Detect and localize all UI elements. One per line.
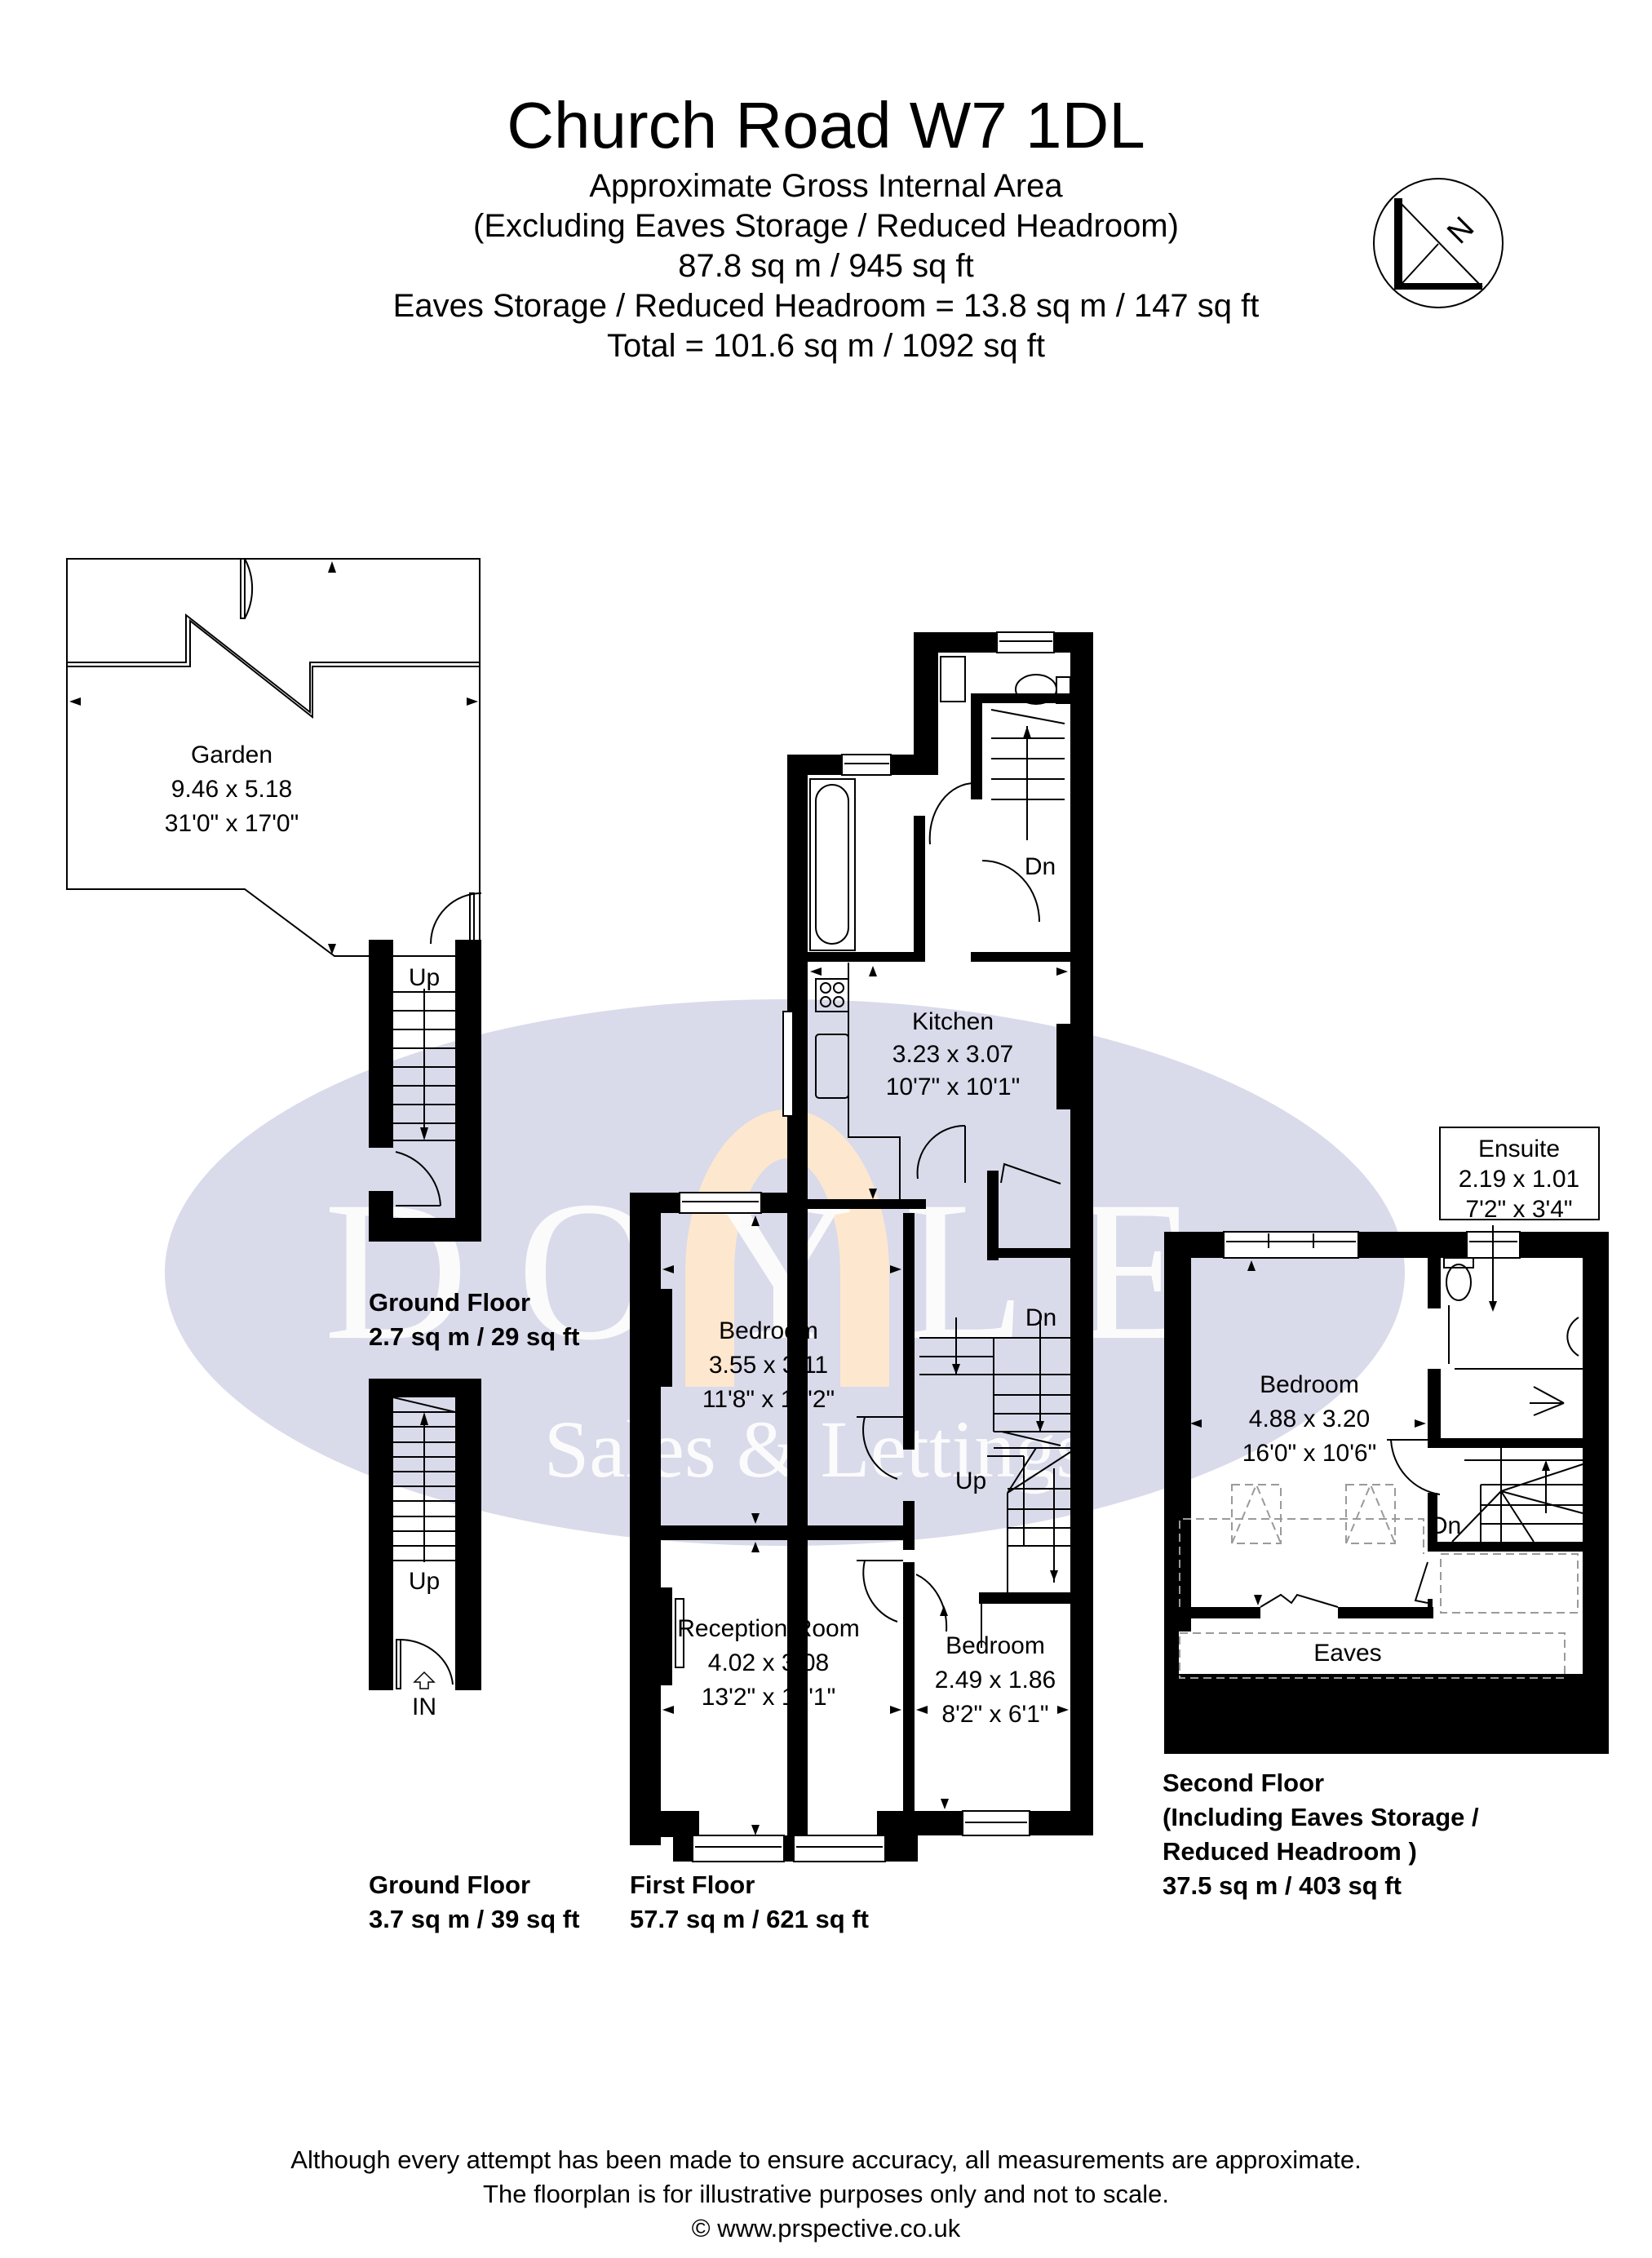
area-heading: Approximate Gross Internal Area xyxy=(589,168,1063,204)
first-floor-arrows xyxy=(662,726,1069,1835)
room-metric-ensuite: 2.19 x 1.01 xyxy=(1459,1166,1579,1193)
eaves-dashed-outlines xyxy=(1179,1482,1579,1679)
area-total: Total = 101.6 sq m / 1092 sq ft xyxy=(607,328,1045,364)
watermark-tagline: Sales & Lettings xyxy=(544,1404,1088,1494)
floor-area: 37.5 sq m / 403 sq ft xyxy=(1163,1871,1402,1900)
eaves-inner xyxy=(1179,1632,1568,1674)
north-arrow-icon: N xyxy=(1373,178,1504,308)
second-floor-plan xyxy=(1164,1232,1609,1754)
ground-floor-lower-plan xyxy=(369,1379,481,1690)
disclaimer-line-2: The floorplan is for illustrative purpos… xyxy=(483,2180,1169,2208)
stair-label-up-landing: Up xyxy=(955,1468,986,1494)
area-exclusion-note: (Excluding Eaves Storage / Reduced Headr… xyxy=(473,208,1179,244)
room-name-reception: Reception Room xyxy=(677,1615,859,1642)
room-imperial-bedroom-2: 8'2" x 6'1" xyxy=(941,1701,1048,1728)
stair-label-up: Up xyxy=(409,964,440,991)
area-net: 87.8 sq m / 945 sq ft xyxy=(678,248,974,284)
floor-name: Ground Floor xyxy=(369,1288,531,1317)
copyright-link[interactable]: © www.prspective.co.uk xyxy=(691,2214,961,2243)
second-floor-arrows xyxy=(1190,1260,1550,1605)
room-name-bedroom-2: Bedroom xyxy=(946,1632,1045,1659)
room-metric-reception: 4.02 x 3.08 xyxy=(708,1649,829,1676)
stair-label-dn-wc: Dn xyxy=(1025,853,1056,880)
floor-label-first: First Floor 57.7 sq m / 621 sq ft xyxy=(630,1868,869,1937)
stair-label-up-lower: Up xyxy=(409,1568,440,1595)
room-name-eaves: Eaves xyxy=(1313,1640,1381,1667)
floor-note-1: (Including Eaves Storage / xyxy=(1163,1803,1479,1831)
area-eaves: Eaves Storage / Reduced Headroom = 13.8 … xyxy=(392,288,1260,324)
room-metric-bedroom-1: 3.55 x 3.11 xyxy=(709,1352,828,1379)
watermark-arc xyxy=(685,1109,889,1387)
room-metric-kitchen: 3.23 x 3.07 xyxy=(892,1041,1013,1068)
room-name-bedroom-3: Bedroom xyxy=(1260,1371,1359,1398)
page-title: Church Road W7 1DL xyxy=(507,89,1145,162)
garden-outline xyxy=(66,558,482,957)
room-imperial-ensuite: 7'2" x 3'4" xyxy=(1465,1196,1572,1223)
floor-label-second: Second Floor (Including Eaves Storage / … xyxy=(1163,1766,1479,1903)
first-floor-fixtures xyxy=(675,631,1071,1862)
room-name-bedroom-1: Bedroom xyxy=(719,1317,818,1344)
floor-name: First Floor xyxy=(630,1871,755,1899)
stair-label-dn-landing: Dn xyxy=(1025,1304,1056,1331)
svg-text:N: N xyxy=(1441,210,1481,250)
room-imperial-kitchen: 10'7" x 10'1" xyxy=(886,1074,1021,1100)
room-imperial-bedroom-1: 11'8" x 10'2" xyxy=(702,1386,835,1413)
stair-label-dn-second: Dn xyxy=(1430,1512,1461,1539)
floor-name: Second Floor xyxy=(1163,1769,1325,1797)
room-metric-bedroom-3: 4.88 x 3.20 xyxy=(1249,1406,1370,1432)
floor-area: 3.7 sq m / 39 sq ft xyxy=(369,1905,580,1933)
room-name-kitchen: Kitchen xyxy=(912,1008,994,1035)
room-imperial-bedroom-3: 16'0" x 10'6" xyxy=(1242,1440,1377,1467)
disclaimer-line-1: Although every attempt has been made to … xyxy=(290,2145,1362,2174)
room-name-ensuite: Ensuite xyxy=(1478,1136,1560,1162)
floor-name: Ground Floor xyxy=(369,1871,531,1899)
room-imperial-garden: 31'0" x 17'0" xyxy=(165,810,299,837)
floor-note-2: Reduced Headroom ) xyxy=(1163,1837,1417,1866)
ground-floor-upper-plan xyxy=(369,940,481,1242)
second-floor-fixtures xyxy=(1223,1127,1600,1608)
entrance-label: IN xyxy=(412,1694,436,1720)
room-metric-garden: 9.46 x 5.18 xyxy=(171,776,292,803)
room-metric-bedroom-2: 2.49 x 1.86 xyxy=(935,1667,1056,1694)
floor-area: 2.7 sq m / 29 sq ft xyxy=(369,1322,580,1351)
floor-area: 57.7 sq m / 621 sq ft xyxy=(630,1905,869,1933)
room-imperial-reception: 13'2" x 10'1" xyxy=(702,1684,836,1711)
floor-label-ground-lower: Ground Floor 3.7 sq m / 39 sq ft xyxy=(369,1868,579,1937)
room-name-garden: Garden xyxy=(191,742,272,768)
floor-label-ground-upper: Ground Floor 2.7 sq m / 29 sq ft xyxy=(369,1286,579,1354)
